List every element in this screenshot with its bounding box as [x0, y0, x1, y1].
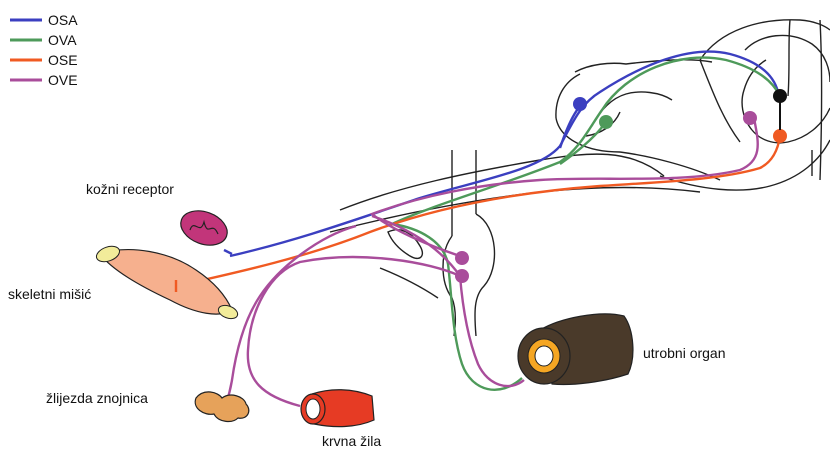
spinal-cord — [660, 20, 830, 190]
legend-item-ove: OVE — [10, 72, 78, 88]
label-sweat-gland: žlijezda znojnica — [46, 390, 148, 406]
legend-item-osa: OSA — [10, 12, 78, 28]
skin-receptor — [176, 205, 232, 254]
ova-cell-body — [599, 115, 613, 129]
osa-fiber — [230, 52, 778, 256]
ove-fiber — [226, 118, 758, 406]
ose-cell-body — [773, 129, 787, 143]
legend-label-osa: OSA — [48, 12, 78, 28]
legend: OSA OVA OSE OVE — [10, 12, 78, 88]
dorsal-root — [556, 60, 740, 180]
legend-item-ova: OVA — [10, 32, 77, 48]
sweat-gland — [195, 392, 249, 422]
visceral-organ — [518, 314, 633, 385]
osa-cell-body — [573, 97, 587, 111]
ove-ganglion-cell-1 — [455, 251, 469, 265]
label-skeletal-muscle: skeletni mišić — [8, 286, 91, 302]
ove-cell-body-cord — [743, 111, 757, 125]
label-visceral-organ: utrobni organ — [643, 345, 726, 361]
legend-label-ove: OVE — [48, 72, 78, 88]
blood-vessel — [301, 390, 374, 427]
label-blood-vessel: krvna žila — [322, 433, 381, 449]
ose-fiber — [176, 136, 780, 286]
skeletal-muscle — [94, 243, 239, 321]
ove-ganglion-cell-2 — [455, 269, 469, 283]
legend-item-ose: OSE — [10, 52, 78, 68]
cell-bodies — [455, 89, 787, 283]
legend-label-ose: OSE — [48, 52, 78, 68]
label-skin-receptor: kožni receptor — [86, 181, 174, 197]
legend-label-ova: OVA — [48, 32, 77, 48]
